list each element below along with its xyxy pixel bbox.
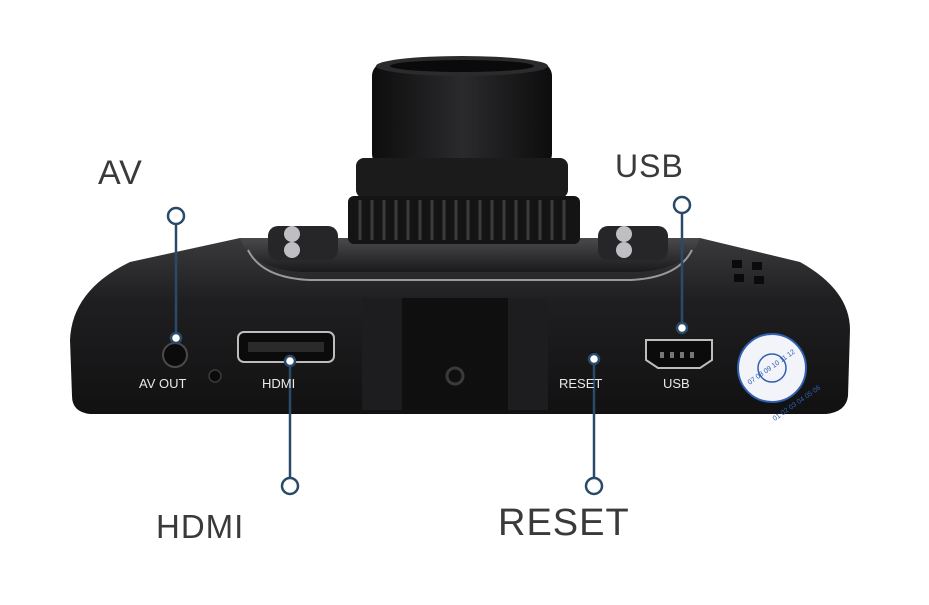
- mic-hole: [208, 369, 222, 383]
- callout-usb: USB: [615, 148, 684, 184]
- lens-knurling: [358, 200, 566, 240]
- vent-slots: [732, 260, 764, 284]
- mount-rail-right: [508, 298, 548, 410]
- camera-silver-trim: [247, 249, 693, 281]
- callout-lines: [166, 195, 692, 496]
- av-out-port: [162, 342, 188, 368]
- ir-led-left: [268, 226, 338, 260]
- usb-port: [645, 339, 713, 369]
- lens-collar: [356, 158, 568, 198]
- lens-opening: [390, 60, 534, 72]
- callout-hdmi: HDMI: [156, 508, 245, 545]
- callout-av: AV: [98, 154, 143, 192]
- lens-focus-ring: [348, 196, 580, 244]
- port-label-usb: USB: [663, 376, 690, 391]
- usb-pins: [660, 352, 694, 358]
- ir-led-right: [598, 226, 668, 260]
- port-label-reset: RESET: [559, 376, 603, 391]
- lens-barrel: [372, 62, 552, 168]
- port-label-hdmi: HDMI: [262, 376, 296, 391]
- camera-top-ridge: [240, 238, 700, 272]
- callout-reset: RESET: [498, 502, 630, 544]
- mount-screw: [445, 366, 465, 386]
- warranty-seal: [737, 333, 807, 403]
- mount-rail-left: [362, 298, 402, 410]
- port-label-av-out: AV OUT: [139, 376, 187, 391]
